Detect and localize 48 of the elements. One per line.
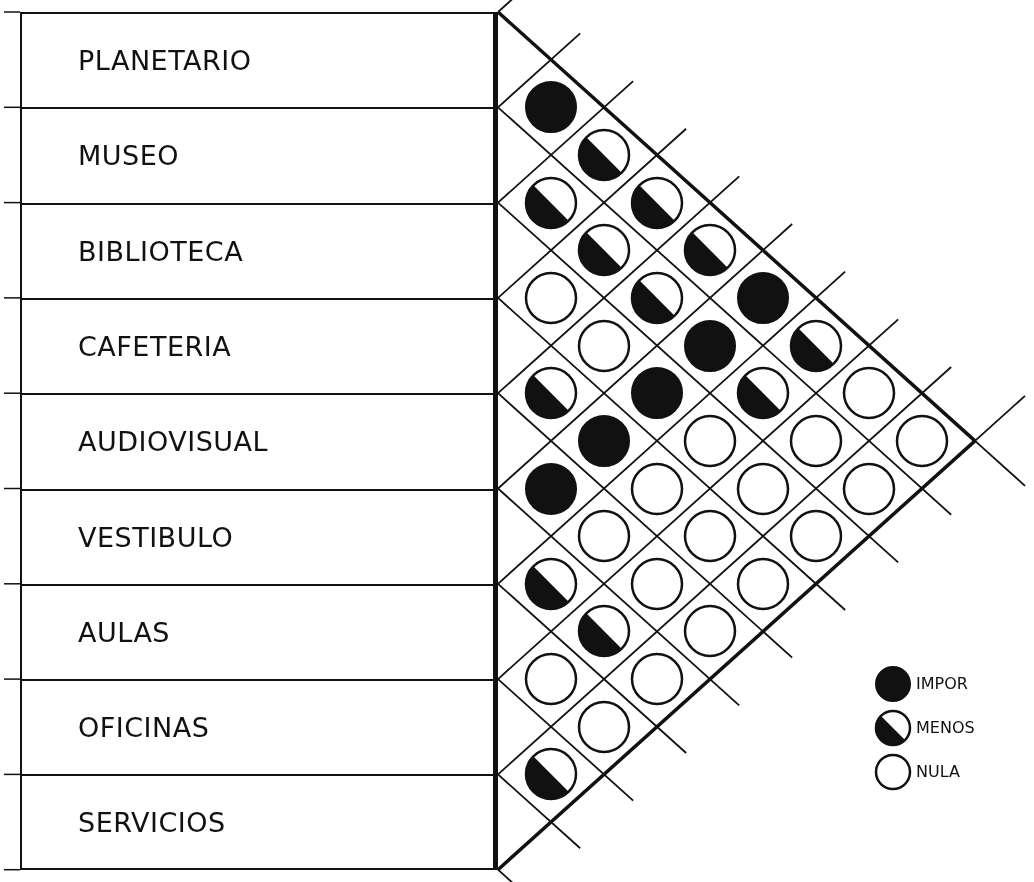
solid-dot xyxy=(524,461,578,516)
open-circle xyxy=(577,318,631,373)
open-circle xyxy=(524,270,578,325)
open-circle xyxy=(524,652,578,707)
open-circle xyxy=(683,509,737,564)
half-filled-circle xyxy=(577,127,631,182)
open-circle xyxy=(630,461,684,516)
open-circle xyxy=(736,556,790,611)
half-filled-circle xyxy=(524,556,578,611)
open-circle xyxy=(630,652,684,707)
open-circle xyxy=(683,604,737,659)
row-label: CAFETERIA xyxy=(20,297,498,394)
half-filled-circle xyxy=(683,223,737,278)
half-filled-circle xyxy=(524,175,578,230)
row-label: AULAS xyxy=(20,583,498,680)
solid-dot xyxy=(577,413,631,468)
row-label: OFICINAS xyxy=(20,679,498,775)
half-filled-circle xyxy=(577,223,631,278)
solid-dot xyxy=(683,318,737,373)
row-label: VESTIBULO xyxy=(20,488,498,584)
open-circle xyxy=(842,366,896,421)
open-circle xyxy=(630,556,684,611)
open-circle xyxy=(736,461,790,516)
row-label: BIBLIOTECA xyxy=(20,202,498,298)
row-label: MUSEO xyxy=(20,107,498,203)
open-circle xyxy=(789,509,843,564)
open-circle xyxy=(577,699,631,754)
half-filled-circle xyxy=(789,318,843,373)
half-filled-circle xyxy=(524,747,578,802)
row-label: AUDIOVISUAL xyxy=(20,393,498,489)
open-circle xyxy=(895,413,949,468)
open-circle xyxy=(789,413,843,468)
open-circle xyxy=(683,413,737,468)
half-filled-circle xyxy=(736,366,790,421)
legend-label: MENOS xyxy=(916,718,975,737)
row-label: PLANETARIO xyxy=(20,12,498,108)
half-filled-circle xyxy=(524,366,578,421)
open-circle xyxy=(577,509,631,564)
open-circle xyxy=(842,461,896,516)
legend-label: NULA xyxy=(916,762,960,781)
solid-dot xyxy=(524,80,578,135)
solid-dot xyxy=(736,270,790,325)
solid-dot xyxy=(630,366,684,421)
row-label: SERVICIOS xyxy=(20,774,498,870)
half-filled-circle xyxy=(577,604,631,659)
half-filled-circle xyxy=(630,270,684,325)
half-filled-circle xyxy=(630,175,684,230)
legend-label: IMPOR xyxy=(916,674,968,693)
